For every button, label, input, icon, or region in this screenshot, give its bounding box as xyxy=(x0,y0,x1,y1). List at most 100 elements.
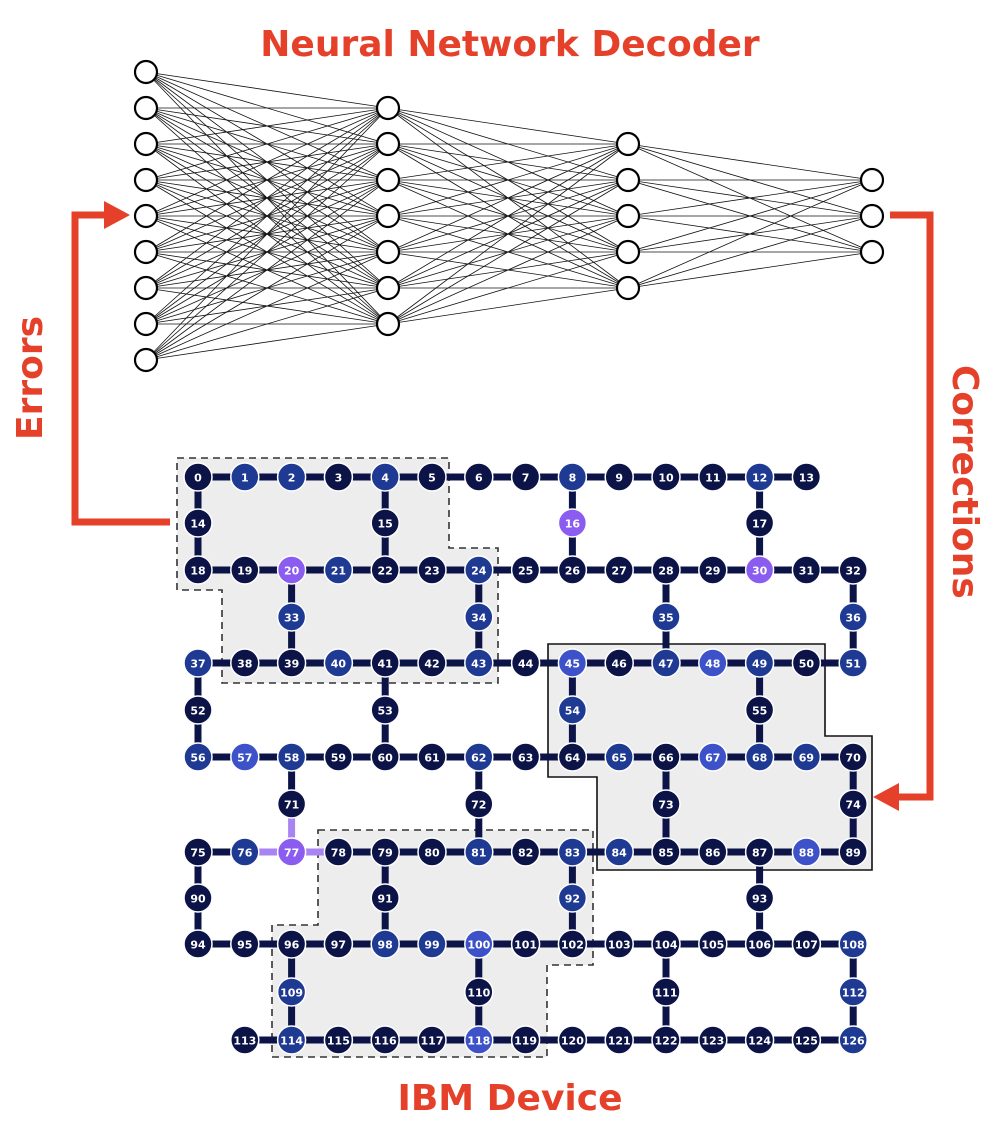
qubit-65: 65 xyxy=(604,742,634,772)
qubit-node xyxy=(323,1025,354,1055)
qubit-36: 36 xyxy=(838,602,868,632)
qubit-97: 97 xyxy=(323,929,354,959)
qubit-72: 72 xyxy=(464,789,494,819)
qubit-26: 26 xyxy=(557,555,588,585)
qubit-label: 15 xyxy=(378,518,393,531)
qubit-15: 15 xyxy=(370,508,400,538)
qubit-label: 67 xyxy=(705,752,720,765)
qubit-node xyxy=(464,648,494,678)
corrections-arrow xyxy=(890,211,934,801)
qubit-label: 103 xyxy=(608,939,631,952)
qubit-74: 74 xyxy=(838,789,868,819)
qubit-86: 86 xyxy=(698,837,728,867)
qubit-label: 119 xyxy=(514,1035,537,1048)
qubit-node xyxy=(557,1025,588,1055)
qubit-node xyxy=(791,555,822,585)
feedback-arrows xyxy=(71,201,934,811)
qubit-node xyxy=(276,837,307,867)
errors-arrow xyxy=(71,211,170,526)
network-connection xyxy=(387,215,629,325)
qubit-node xyxy=(417,462,447,492)
qubit-114: 114 xyxy=(276,1025,307,1055)
qubit-label: 65 xyxy=(612,752,627,765)
qubit-label: 24 xyxy=(471,565,487,578)
qubit-label: 5 xyxy=(428,472,436,485)
qubit-node xyxy=(276,555,307,585)
qubit-56: 56 xyxy=(183,742,213,772)
qubit-60: 60 xyxy=(370,742,400,772)
qubit-node xyxy=(838,837,868,867)
qubit-label: 41 xyxy=(378,658,393,671)
qubit-label: 122 xyxy=(655,1035,678,1048)
qubit-node xyxy=(183,508,213,538)
qubit-label: 93 xyxy=(752,893,767,906)
qubit-24: 24 xyxy=(464,555,494,585)
neuron-layer-2 xyxy=(375,131,401,157)
qubit-label: 55 xyxy=(752,705,767,718)
neuron-layer-2 xyxy=(375,275,401,301)
qubit-node xyxy=(744,742,775,772)
qubit-27: 27 xyxy=(604,555,634,585)
qubit-62: 62 xyxy=(464,742,494,772)
qubit-label: 85 xyxy=(658,847,673,860)
qubit-100: 100 xyxy=(464,929,494,959)
qubit-label: 39 xyxy=(284,658,299,671)
corrections-arrowhead xyxy=(873,783,899,811)
qubit-label: 83 xyxy=(565,847,580,860)
qubit-node xyxy=(323,648,354,678)
qubit-node xyxy=(370,1025,400,1055)
qubit-label: 75 xyxy=(190,847,205,860)
qubit-78: 78 xyxy=(323,837,354,867)
qubit-label: 116 xyxy=(374,1035,397,1048)
qubit-85: 85 xyxy=(651,837,681,867)
qubit-8: 8 xyxy=(557,462,588,492)
qubit-1: 1 xyxy=(230,462,260,492)
qubit-label: 43 xyxy=(471,658,486,671)
qubit-14: 14 xyxy=(183,508,213,538)
qubit-77: 77 xyxy=(276,837,307,867)
qubit-70: 70 xyxy=(838,742,868,772)
qubit-label: 26 xyxy=(565,565,581,578)
qubit-label: 8 xyxy=(569,472,577,485)
qubit-label: 57 xyxy=(237,752,252,765)
qubit-node xyxy=(417,1025,447,1055)
qubit-label: 25 xyxy=(518,565,533,578)
qubit-node xyxy=(510,648,541,678)
qubit-label: 86 xyxy=(705,847,721,860)
qubit-55: 55 xyxy=(744,695,775,725)
neuron-layer-3 xyxy=(615,239,641,265)
qubit-node xyxy=(838,602,868,632)
qubit-label: 72 xyxy=(471,799,486,812)
neuron-layer-1 xyxy=(133,203,159,229)
network-connection xyxy=(627,179,873,289)
qubit-node xyxy=(838,742,868,772)
network-connection xyxy=(387,107,629,145)
qubit-label: 123 xyxy=(701,1035,724,1048)
qubit-label: 81 xyxy=(471,847,486,860)
qubit-node xyxy=(510,929,541,959)
qubit-label: 121 xyxy=(608,1035,631,1048)
neuron-layer-1 xyxy=(133,347,159,373)
qubit-node xyxy=(744,462,775,492)
qubit-node xyxy=(651,462,681,492)
qubit-node xyxy=(370,742,400,772)
qubit-node xyxy=(370,929,400,959)
qubit-label: 100 xyxy=(467,939,490,952)
qubit-83: 83 xyxy=(557,837,588,867)
qubit-12: 12 xyxy=(744,462,775,492)
qubit-node xyxy=(323,555,354,585)
qubit-node xyxy=(230,1025,260,1055)
qubit-node xyxy=(417,648,447,678)
neuron-layer-2 xyxy=(375,239,401,265)
qubit-node xyxy=(230,648,260,678)
qubit-label: 68 xyxy=(752,752,767,765)
qubit-104: 104 xyxy=(651,929,681,959)
qubit-32: 32 xyxy=(838,555,868,585)
qubit-103: 103 xyxy=(604,929,634,959)
qubit-node xyxy=(323,462,354,492)
qubit-node xyxy=(510,837,541,867)
qubit-9: 9 xyxy=(604,462,634,492)
qubit-label: 98 xyxy=(378,939,393,952)
qubit-node xyxy=(464,602,494,632)
